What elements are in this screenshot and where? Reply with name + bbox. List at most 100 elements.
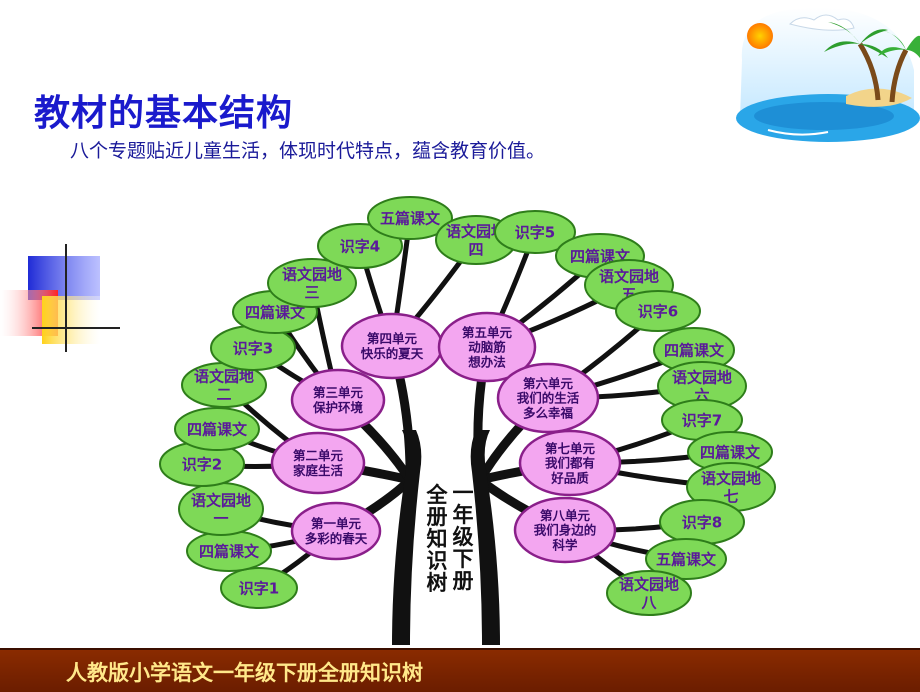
leaf-node: 四篇课文 — [687, 431, 773, 473]
leaf-node: 四篇课文 — [653, 327, 735, 373]
unit-label: 多么幸福 — [523, 405, 574, 420]
leaf-label: 识字4 — [340, 237, 380, 255]
leaf-label: 二 — [216, 385, 231, 403]
unit-shape — [290, 501, 382, 561]
leaf-label: 四篇课文 — [187, 420, 248, 438]
leaf-label: 语文园地 — [701, 470, 761, 488]
unit-label: 保护环境 — [312, 400, 364, 415]
leaf-shape — [494, 210, 576, 254]
unit-label: 第四单元 — [367, 331, 418, 346]
leaf-node: 识字5 — [494, 210, 576, 254]
leaf-label: 识字6 — [638, 302, 678, 320]
leaf-label: 识字2 — [182, 455, 222, 473]
leaf-node: 识字7 — [661, 399, 743, 441]
leaf-label: 五篇课文 — [380, 209, 441, 227]
leaf-node: 识字3 — [210, 325, 296, 371]
leaf-label: 语文园地 — [599, 268, 659, 286]
unit-label: 多彩的春天 — [305, 531, 368, 546]
leaf-label: 语文园地 — [672, 369, 732, 387]
leaf-shape — [317, 223, 403, 269]
leaf-label: 语文园地 — [619, 576, 679, 594]
leaf-label: 四篇课文 — [199, 542, 260, 560]
leaf-label: 四篇课文 — [700, 443, 761, 461]
trunk-char: 下 — [453, 547, 474, 571]
unit-label: 我们的生活 — [517, 391, 580, 406]
leaf-label: 三 — [304, 283, 319, 301]
tropical-island-icon — [736, 7, 920, 142]
trunk-char: 树 — [427, 571, 448, 595]
leaf-node: 五篇课文 — [367, 196, 453, 240]
leaf-label: 四篇课文 — [664, 341, 725, 359]
unit-label: 家庭生活 — [293, 463, 344, 478]
unit-shape — [290, 368, 386, 432]
decorative-squares-icon — [0, 244, 120, 352]
unit-label: 第三单元 — [313, 385, 364, 400]
leaf-label: 四篇课文 — [245, 303, 306, 321]
leaf-node: 四篇课文 — [174, 407, 260, 451]
leaf-shape — [367, 196, 453, 240]
leaf-label: 五篇课文 — [656, 550, 717, 568]
leaf-label: 识字1 — [239, 579, 279, 597]
unit-shape — [513, 496, 617, 564]
trunk-char: 一 — [453, 481, 474, 505]
leaf-label: 语文园地 — [446, 223, 506, 241]
bottom-banner-text: 人教版小学语文一年级下册全册知识树 — [66, 661, 423, 685]
leaf-label: 语文园地 — [194, 368, 254, 386]
trunk-char: 知 — [427, 527, 448, 551]
leaf-label: 七 — [723, 487, 738, 505]
unit-label: 第八单元 — [540, 508, 591, 523]
trunk-char: 册 — [427, 505, 448, 529]
unit-label: 第五单元 — [462, 325, 513, 340]
leaf-label: 识字5 — [515, 223, 555, 241]
trunk-right-label: 一年级下册 — [453, 481, 474, 593]
trunk-char: 册 — [453, 569, 474, 593]
leaf-shape — [267, 258, 357, 308]
leaf-shape — [645, 538, 727, 580]
unit-label: 第六单元 — [523, 376, 574, 391]
leaf-label: 识字7 — [682, 411, 722, 429]
trunk-char: 年 — [453, 503, 474, 527]
leaf-node: 识字4 — [317, 223, 403, 269]
leaf-label: 八 — [640, 593, 657, 611]
unit-label: 动脑筋 — [468, 340, 506, 355]
unit-label: 第一单元 — [311, 516, 362, 531]
trunk-char: 级 — [453, 525, 474, 549]
tree-trunk — [392, 430, 500, 645]
unit-label: 我们身边的 — [534, 523, 597, 538]
leaf-node: 识字2 — [159, 441, 245, 487]
unit-nodes: 第一单元多彩的春天第二单元家庭生活第三单元保护环境第四单元快乐的夏天第五单元动脑… — [270, 311, 622, 564]
leaf-shape — [174, 407, 260, 451]
leaf-node: 五篇课文 — [645, 538, 727, 580]
leaf-nodes: 识字1四篇课文语文园地一识字2四篇课文语文园地二识字3四篇课文语文园地三识字4五… — [159, 196, 776, 616]
leaf-label: 一 — [213, 509, 228, 527]
leaf-node: 识字6 — [615, 290, 701, 332]
unit-shape — [496, 362, 600, 434]
leaf-node: 四篇课文 — [186, 530, 272, 572]
leaf-shape — [220, 567, 298, 609]
leaf-label: 语文园地 — [282, 266, 342, 284]
page-subtitle: 八个专题贴近儿童生活，体现时代特点，蕴含教育价值。 — [70, 140, 546, 162]
unit-label: 第二单元 — [293, 448, 344, 463]
page-title: 教材的基本结构 — [34, 93, 294, 134]
leaf-node: 识字8 — [659, 499, 745, 545]
leaf-label: 识字3 — [233, 339, 273, 357]
leaf-shape — [615, 290, 701, 332]
unit-label: 快乐的夏天 — [361, 346, 424, 361]
leaf-label: 识字8 — [682, 513, 722, 531]
unit-label: 想办法 — [467, 354, 506, 369]
bottom-banner: 人教版小学语文一年级下册全册知识树 — [0, 648, 920, 692]
